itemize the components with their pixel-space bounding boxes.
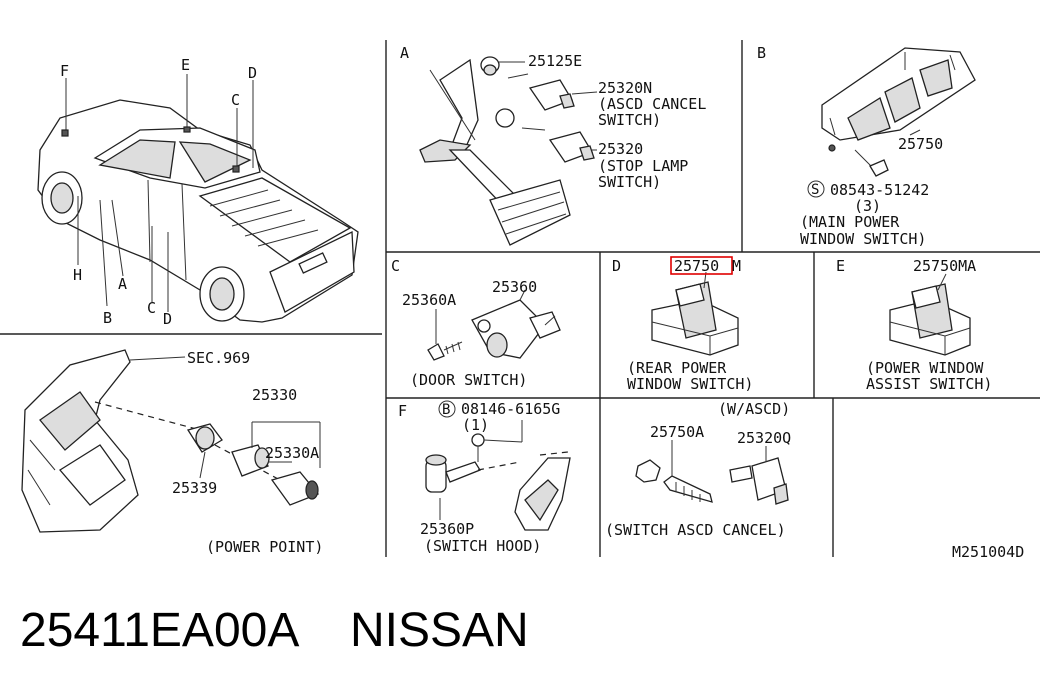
vehicle-letter-c-bottom: C [147,299,156,317]
part-25320q: 25320Q [737,429,791,447]
section-a-letter: A [400,44,409,62]
footer-brand: NISSAN [350,604,529,657]
switch-ascd-cancel-caption: (SWITCH ASCD CANCEL) [605,521,786,539]
vehicle-letter-b: B [103,309,112,327]
ascd-title: (W/ASCD) [718,400,790,418]
bolt-qty-1: (1) [462,416,489,434]
section-c-illustration [427,289,561,361]
vehicle-letter-c-top: C [231,91,240,109]
section-b-illustration [821,47,976,177]
bolt-08543-51242: 08543-51242 [830,181,929,199]
vehicle-illustration [37,74,359,323]
part-25750-desc-2: WINDOW SWITCH) [800,230,926,248]
vehicle-letters: F E D C H A B C D [60,56,257,328]
assist-switch-desc-2: ASSIST SWITCH) [866,375,992,393]
part-25125e: 25125E [528,52,582,70]
footer-part-number: 25411EA00A [20,604,299,657]
part-25360p: 25360P [420,520,474,538]
part-25320n: 25320N [598,79,652,97]
power-point-illustration [21,349,321,533]
door-switch-caption: (DOOR SWITCH) [410,371,527,389]
screw-symbol-s [807,180,825,198]
vehicle-letter-f: F [60,62,69,80]
part-25320n-desc-1: (ASCD CANCEL [598,95,706,113]
section-b-letter: B [757,44,766,62]
part-25320: 25320 [598,140,643,158]
section-f-illustration [425,420,571,531]
bolt-symbol-b [438,400,456,418]
switch-hood-caption: (SWITCH HOOD) [424,537,541,555]
part-25750-desc-1: (MAIN POWER [800,213,900,231]
section-e-illustration [889,273,971,356]
sec-969-label: SEC.969 [187,349,250,367]
section-d-letter: D [612,257,621,275]
part-25339: 25339 [172,479,217,497]
part-25750ma: 25750MA [913,257,976,275]
assist-switch-desc-1: (POWER WINDOW [866,359,984,377]
diagram-id: M251004D [952,543,1024,561]
bolt-08146-6165g: 08146-6165G [461,400,560,418]
part-25360a: 25360A [402,291,456,309]
vehicle-letter-e: E [181,56,190,74]
vehicle-letter-d-bottom: D [163,310,172,328]
part-25320-desc-1: (STOP LAMP [598,157,688,175]
part-suffix-m: M [732,257,741,275]
part-25330a: 25330A [265,444,319,462]
bolt-symbol-b-letter: B [442,402,450,418]
section-c-letter: C [391,257,400,275]
screw-symbol-s-letter: S [811,182,819,198]
part-25320-desc-2: SWITCH) [598,173,661,191]
rear-power-window-desc-1: (REAR POWER [627,359,727,377]
grid-lines [0,40,1040,557]
ascd-illustration [635,440,789,505]
section-e-letter: E [836,257,845,275]
section-d-illustration [651,271,739,356]
part-25360: 25360 [492,278,537,296]
part-25750: 25750 [898,135,943,153]
part-highlight-box [670,256,733,275]
vehicle-letter-a: A [118,275,127,293]
vehicle-letter-h: H [73,266,82,284]
part-25750-highlighted[interactable]: 25750 [674,257,719,275]
vehicle-letter-d-top: D [248,64,257,82]
part-25320n-desc-2: SWITCH) [598,111,661,129]
power-point-caption: (POWER POINT) [206,538,323,556]
part-25750a: 25750A [650,423,704,441]
part-25330: 25330 [252,386,297,404]
rear-power-window-desc-2: WINDOW SWITCH) [627,375,753,393]
section-a-illustration [419,56,598,246]
section-f-letter: F [398,402,407,420]
bolt-qty-3: (3) [854,197,881,215]
